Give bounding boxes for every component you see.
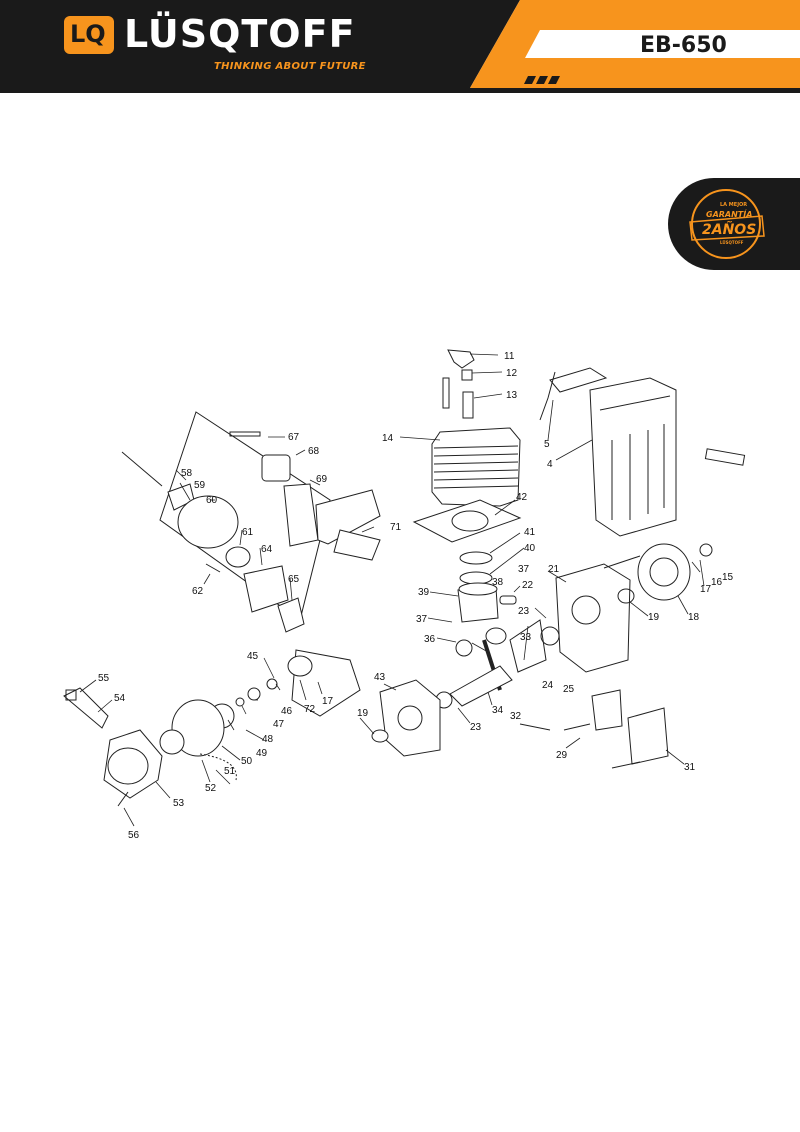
part-label: 59 xyxy=(194,480,206,491)
part-label: 39 xyxy=(418,587,430,598)
part-label: 71 xyxy=(390,522,402,533)
badge-line-3: 2AÑOS xyxy=(702,222,757,238)
part-label: 22 xyxy=(522,580,534,591)
part-label: 11 xyxy=(504,351,515,362)
badge-line-2: GARANTÍA xyxy=(706,210,753,219)
part-label: 54 xyxy=(114,693,126,704)
part-label: 5 xyxy=(544,439,550,450)
part-label: 40 xyxy=(524,543,536,554)
part-label: 41 xyxy=(524,527,536,538)
part-label: 56 xyxy=(128,830,140,841)
part-label: 29 xyxy=(556,750,568,761)
brand-tagline: THINKING ABOUT FUTURE xyxy=(214,61,366,72)
part-label: 25 xyxy=(563,684,575,695)
part-label: 32 xyxy=(510,711,522,722)
header-background xyxy=(0,0,800,93)
part-label: 50 xyxy=(241,756,253,767)
part-label: 17 xyxy=(700,584,712,595)
part-label: 4 xyxy=(547,459,553,470)
badge-line-1: LA MEJOR xyxy=(720,202,748,208)
part-label: 60 xyxy=(206,495,218,506)
part-label: 72 xyxy=(304,704,316,715)
part-label: 65 xyxy=(288,574,300,585)
parts-drawing: 11 12 13 14 5 4 67 68 69 71 58 59 60 61 … xyxy=(63,349,746,841)
part-label: 55 xyxy=(98,673,110,684)
part-label: 12 xyxy=(506,368,518,379)
part-label: 62 xyxy=(192,586,204,597)
part-label: 38 xyxy=(492,577,504,588)
part-label: 43 xyxy=(374,672,386,683)
part-label: 18 xyxy=(688,612,700,623)
model-label: EB-650 xyxy=(640,33,727,58)
part-label: 23 xyxy=(470,722,482,733)
part-label: 37 xyxy=(518,564,530,575)
warranty-badge: LA MEJOR GARANTÍA 2AÑOS LÜSQTOFF xyxy=(668,178,800,270)
part-label: 69 xyxy=(316,474,328,485)
brand-logo-mark: LQ xyxy=(70,20,106,48)
brand-name: LÜSQTOFF xyxy=(124,12,356,56)
part-label: 61 xyxy=(242,527,254,538)
part-label: 13 xyxy=(506,390,518,401)
part-label: 31 xyxy=(684,762,696,773)
part-label: 17 xyxy=(322,696,334,707)
part-label: 58 xyxy=(181,468,193,479)
part-label: 19 xyxy=(648,612,660,623)
part-label: 23 xyxy=(518,606,530,617)
part-label: 48 xyxy=(262,734,274,745)
part-label: 21 xyxy=(548,564,560,575)
part-label: 53 xyxy=(173,798,185,809)
part-label: 36 xyxy=(424,634,436,645)
part-label: 46 xyxy=(281,706,293,717)
badge-line-4: LÜSQTOFF xyxy=(720,240,744,245)
part-label: 68 xyxy=(308,446,320,457)
part-label: 34 xyxy=(492,705,504,716)
part-label: 15 xyxy=(722,572,734,583)
part-label: 47 xyxy=(273,719,285,730)
brand-logo-icon xyxy=(64,16,114,54)
part-label: 24 xyxy=(542,680,554,691)
part-label: 64 xyxy=(261,544,273,555)
part-label: 33 xyxy=(520,632,532,643)
part-label: 49 xyxy=(256,748,268,759)
warranty-badge-icon xyxy=(668,178,800,270)
part-label: 67 xyxy=(288,432,300,443)
part-label: 37 xyxy=(416,614,428,625)
part-label: 42 xyxy=(516,492,528,503)
part-number-labels: 11 12 13 14 5 4 67 68 69 71 58 59 60 61 … xyxy=(98,351,734,841)
part-label: 14 xyxy=(382,433,394,444)
part-label: 52 xyxy=(205,783,217,794)
exploded-parts-diagram: 11 12 13 14 5 4 67 68 69 71 58 59 60 61 … xyxy=(0,330,800,860)
part-outlines xyxy=(63,349,746,807)
header-banner: LQ LÜSQTOFF THINKING ABOUT FUTURE EB-650 xyxy=(0,0,800,96)
leader-lines xyxy=(79,353,705,827)
part-label: 19 xyxy=(357,708,369,719)
part-label: 16 xyxy=(711,577,723,588)
part-label: 51 xyxy=(224,766,236,777)
part-label: 45 xyxy=(247,651,259,662)
